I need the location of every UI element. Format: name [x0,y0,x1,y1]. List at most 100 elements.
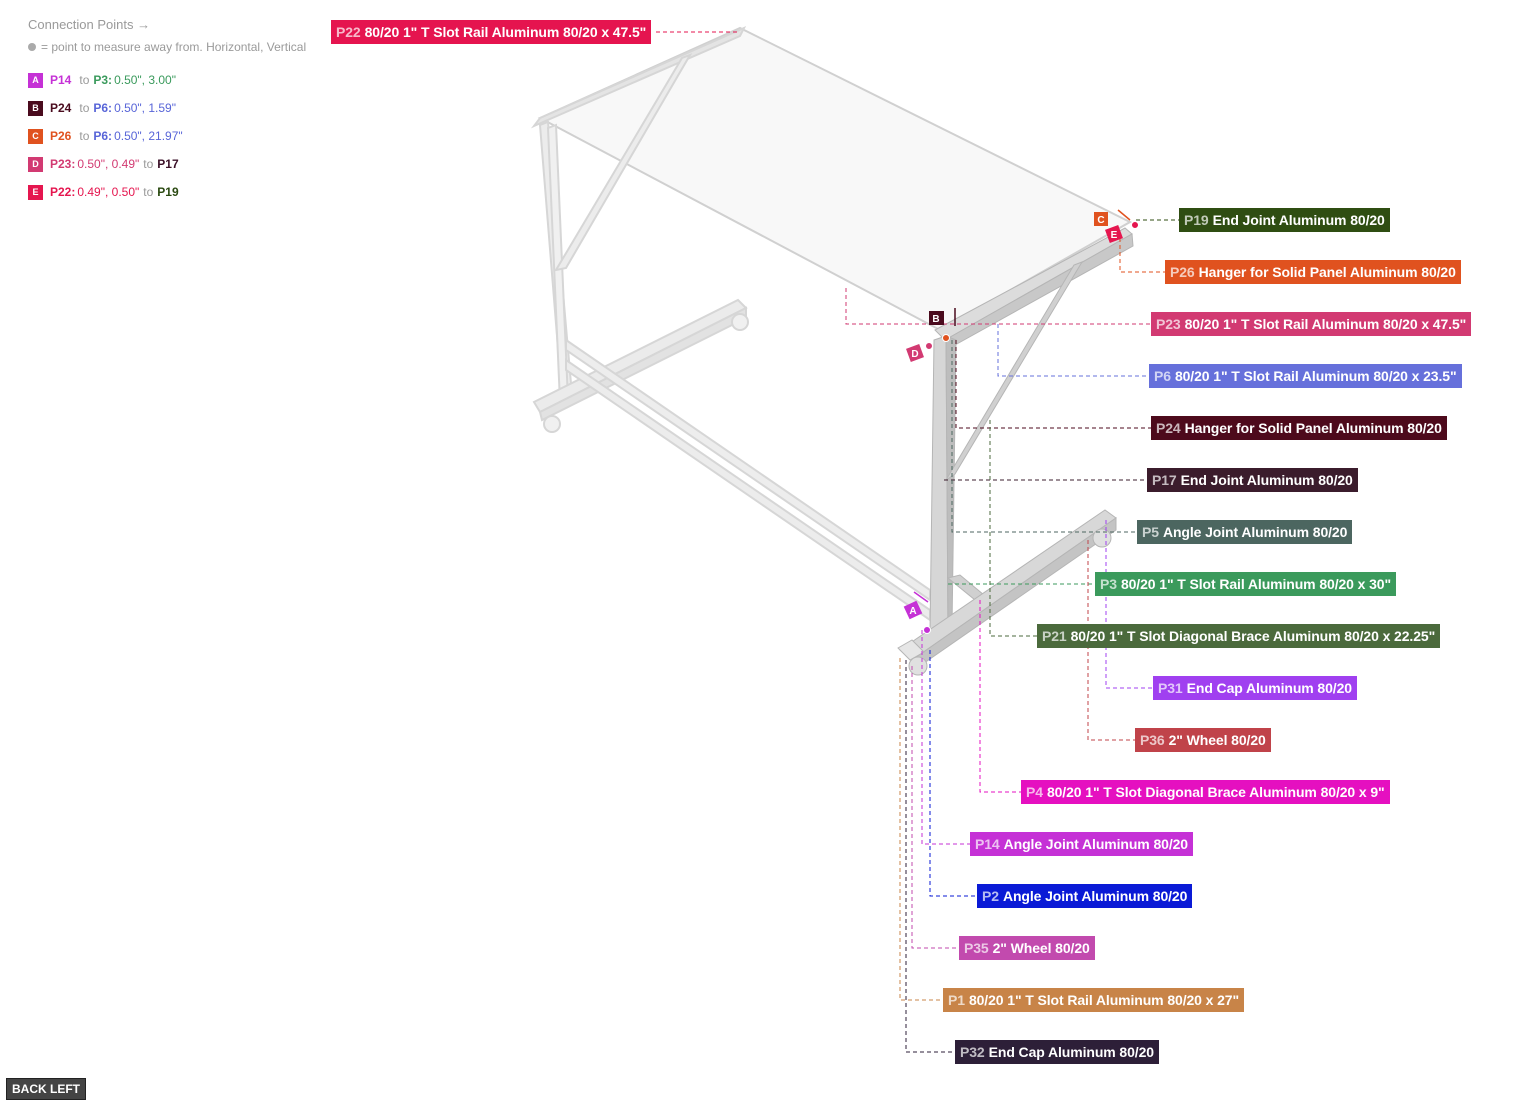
marker-e-letter: E [1111,230,1118,241]
connection-from-part: P22: [50,185,76,199]
part-id: P22 [336,24,361,40]
marker-a: A [903,591,931,634]
connection-from-part: P23: [50,157,76,171]
part-id: P4 [1026,784,1043,800]
part-name: Angle Joint Aluminum 80/20 [1162,524,1348,540]
legend-note-text: = point to measure away from. Horizontal… [41,40,307,54]
connection-letter-badge: C [28,128,43,144]
part-id: P5 [1142,524,1159,540]
part-name: End Joint Aluminum 80/20 [1212,212,1385,228]
leader-lines [656,31,1180,1053]
connection-letter-badge: E [28,184,43,200]
part-id: P35 [964,940,989,956]
part-name: 80/20 1" T Slot Rail Aluminum 80/20 x 30… [1120,576,1392,592]
part-name: End Joint Aluminum 80/20 [1180,472,1353,488]
connection-target-part: P6: [93,129,113,143]
connection-points-legend: Connection Points → = point to measure a… [28,17,306,206]
connection-from-part: P26 [50,129,72,143]
point-dot-icon [28,43,36,51]
connection-target-part: P3: [93,73,113,87]
connection-target-part: P6: [93,101,113,115]
part-name: 80/20 1" T Slot Diagonal Brace Aluminum … [1046,784,1385,800]
front-frame [897,227,1134,676]
connection-from-part: P24 [50,101,72,115]
part-name: End Cap Aluminum 80/20 [1186,680,1352,696]
marker-d: D [906,342,933,362]
marker-b-letter: B [932,314,939,325]
marker-e: E [1105,221,1139,243]
marker-c: C [1094,209,1131,226]
connection-to-word: to [79,101,90,115]
part-name: 80/20 1" T Slot Rail Aluminum 80/20 x 47… [364,24,647,40]
connection-letter-badge: A [28,72,43,88]
part-id: P2 [982,888,999,904]
part-id: P36 [1140,732,1165,748]
legend-title: Connection Points → [28,17,151,32]
connection-from-part: P14 [50,73,72,87]
connection-to-word: to [79,129,90,143]
part-name: 80/20 1" T Slot Rail Aluminum 80/20 x 47… [1184,316,1467,332]
part-name: Angle Joint Aluminum 80/20 [1002,888,1188,904]
connection-to-word: to [79,73,90,87]
connection-offset-value: 0.50", 3.00" [114,73,176,87]
part-name: 2" Wheel 80/20 [992,940,1090,956]
connection-to-word: to [143,185,154,199]
part-id: P17 [1152,472,1177,488]
part-name: Hanger for Solid Panel Aluminum 80/20 [1184,420,1442,436]
connection-to-word: to [143,157,154,171]
connection-letter-badge: B [28,100,43,116]
part-id: P14 [975,836,1000,852]
connection-offset-value: 0.50", 21.97" [114,129,183,143]
part-name: 2" Wheel 80/20 [1168,732,1266,748]
part-id: P6 [1154,368,1171,384]
part-id: P1 [948,992,965,1008]
legend-note: = point to measure away from. Horizontal… [28,40,306,54]
part-id: P32 [960,1044,985,1060]
part-name: 80/20 1" T Slot Rail Aluminum 80/20 x 27… [968,992,1240,1008]
part-name: End Cap Aluminum 80/20 [988,1044,1154,1060]
part-id: P26 [1170,264,1195,280]
part-id: P23 [1156,316,1181,332]
part-id: P3 [1100,576,1117,592]
marker-b: B [929,308,956,342]
part-name: 80/20 1" T Slot Rail Aluminum 80/20 x 23… [1174,368,1457,384]
part-id: P24 [1156,420,1181,436]
connection-offset-value: 0.49", 0.50" [77,185,140,199]
part-name: Hanger for Solid Panel Aluminum 80/20 [1198,264,1456,280]
part-id: P31 [1158,680,1183,696]
connection-target-part: P17 [157,157,179,171]
back-frame [530,25,1133,622]
connection-markers: A B C D E [903,209,1139,634]
part-name: 80/20 1" T Slot Diagonal Brace Aluminum … [1070,628,1436,644]
connection-target-part: P19 [157,185,179,199]
view-back-left-button[interactable]: BACK LEFT [6,1078,86,1100]
marker-c-letter: C [1097,215,1104,226]
marker-a-letter: A [909,606,916,617]
connection-offset-value: 0.50", 0.49" [77,157,140,171]
